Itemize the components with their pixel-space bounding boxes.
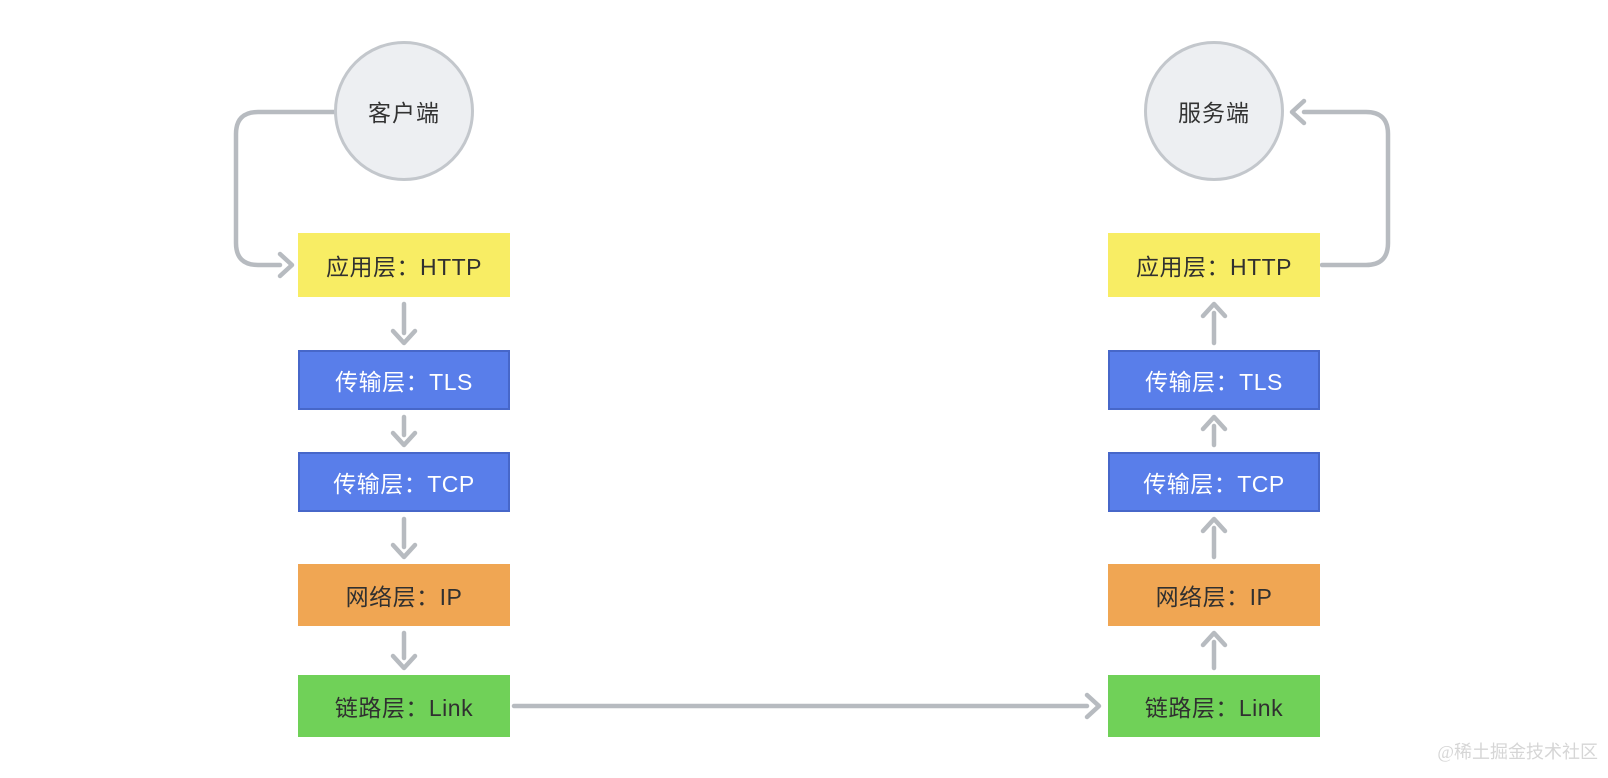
server-layer-tcp-label: 传输层：TCP — [1143, 471, 1285, 497]
arrow-link-to-link — [511, 692, 1102, 720]
server-layer-network-label: 网络层：IP — [1155, 584, 1273, 610]
client-layer-network-label: 网络层：IP — [345, 584, 463, 610]
server-layer-application-label: 应用层：HTTP — [1135, 254, 1293, 280]
server-layer-link-label: 链路层：Link — [1144, 695, 1284, 721]
client-layer-tcp-label: 传输层：TCP — [333, 471, 475, 497]
arrow-app-to-tls-down — [390, 301, 418, 346]
arrow-tls-to-tcp-down — [390, 414, 418, 448]
watermark: @稀土掘金技术社区 — [1437, 742, 1598, 762]
arrow-app-to-server — [1289, 98, 1391, 268]
server-layer-network: 网络层：IP — [1108, 564, 1320, 626]
server-node: 服务端 — [1144, 41, 1284, 181]
client-layer-link: 链路层：Link — [298, 675, 510, 737]
server-node-label: 服务端 — [1178, 100, 1250, 126]
client-layer-application-label: 应用层：HTTP — [325, 254, 483, 280]
client-node: 客户端 — [334, 41, 474, 181]
client-layer-tls: 传输层：TLS — [298, 350, 510, 410]
client-layer-application: 应用层：HTTP — [298, 233, 510, 297]
arrow-link-to-ip-up — [1200, 630, 1228, 671]
client-layer-tls-label: 传输层：TLS — [335, 369, 473, 395]
client-layer-network: 网络层：IP — [298, 564, 510, 626]
server-layer-tls: 传输层：TLS — [1108, 350, 1320, 410]
arrow-ip-to-link-down — [390, 630, 418, 671]
client-layer-tcp: 传输层：TCP — [298, 452, 510, 512]
client-layer-link-label: 链路层：Link — [334, 695, 474, 721]
arrow-tcp-to-ip-down — [390, 516, 418, 560]
arrow-tls-to-app-up — [1200, 301, 1228, 346]
server-layer-application: 应用层：HTTP — [1108, 233, 1320, 297]
arrow-client-to-app — [233, 109, 337, 279]
arrow-ip-to-tcp-up — [1200, 516, 1228, 560]
server-layer-tcp: 传输层：TCP — [1108, 452, 1320, 512]
arrow-tcp-to-tls-up — [1200, 414, 1228, 448]
server-layer-link: 链路层：Link — [1108, 675, 1320, 737]
server-layer-tls-label: 传输层：TLS — [1145, 369, 1283, 395]
client-node-label: 客户端 — [368, 100, 440, 126]
